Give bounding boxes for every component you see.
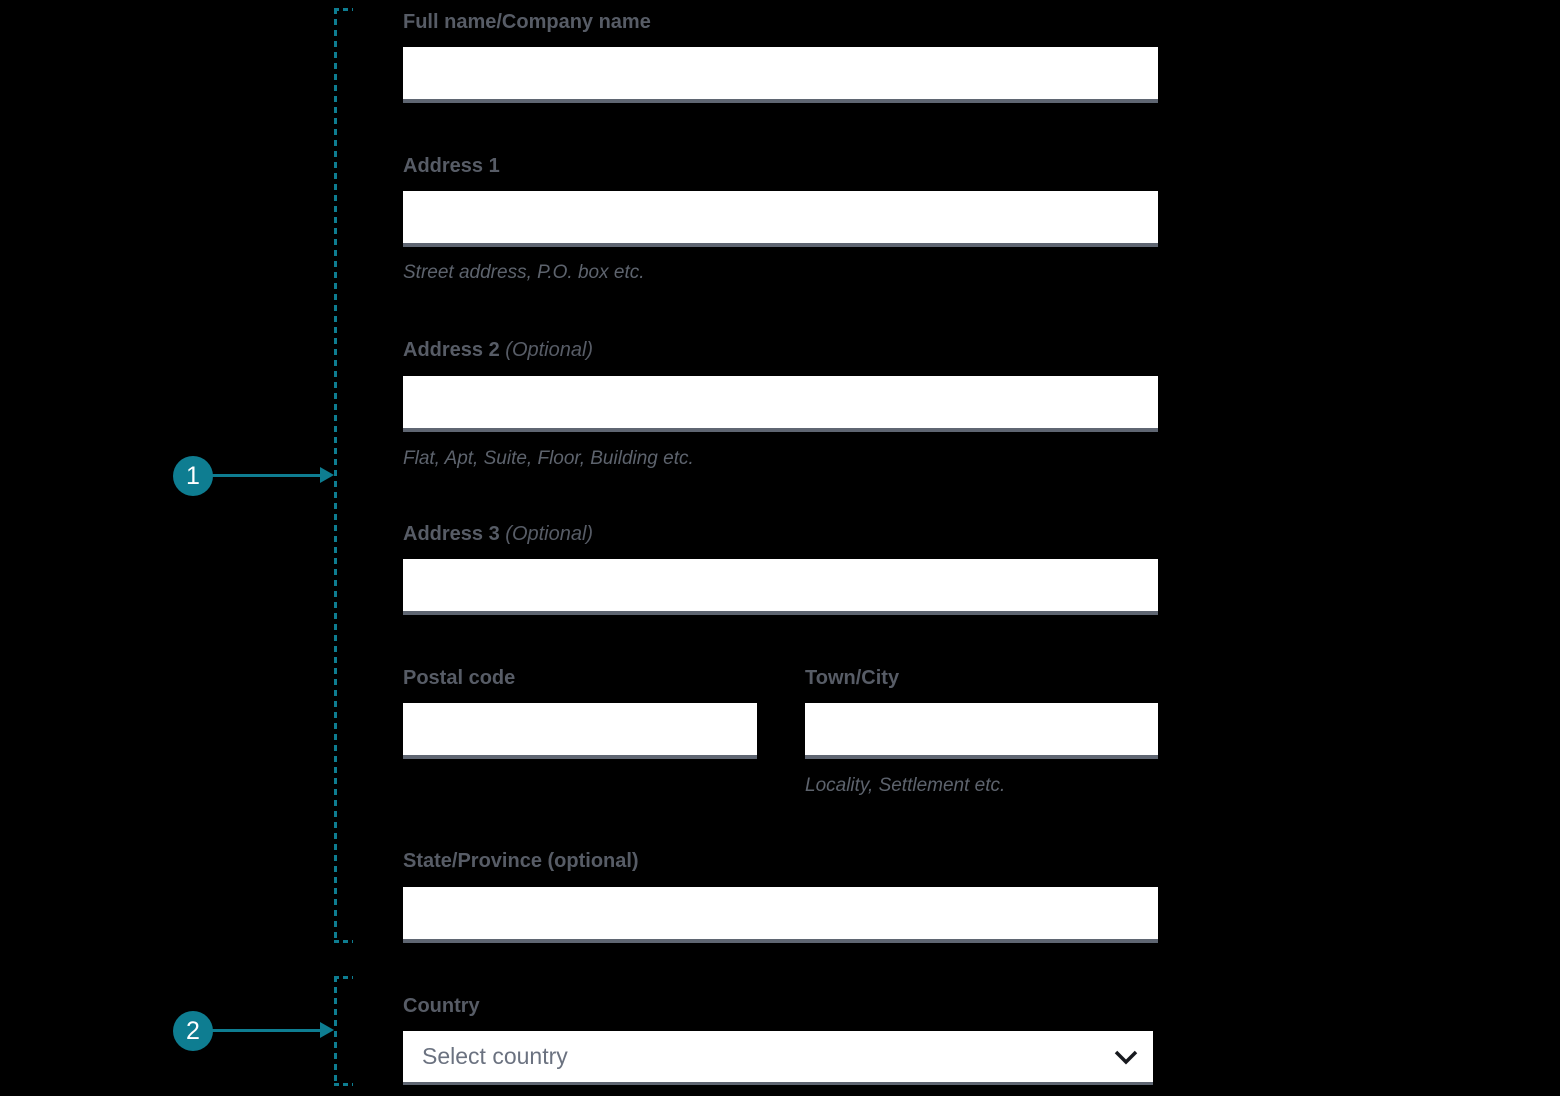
section1-bracket-line	[334, 8, 337, 943]
section2-bracket-line	[334, 976, 337, 1086]
address2-input[interactable]	[403, 376, 1158, 432]
address3-input[interactable]	[403, 559, 1158, 615]
address2-optional-suffix: (Optional)	[505, 339, 594, 361]
annotation-marker-1: 1	[173, 456, 213, 496]
address3-label: Address 3 (Optional)	[403, 523, 593, 546]
country-select-value: Select country	[422, 1043, 568, 1069]
address1-label: Address 1	[403, 155, 500, 177]
section2-bracket-tick-bottom	[334, 1083, 353, 1086]
state-province-input[interactable]	[403, 887, 1158, 943]
state-province-label: State/Province (optional)	[403, 850, 639, 872]
chevron-down-icon	[1114, 1050, 1138, 1064]
postal-code-input[interactable]	[403, 703, 757, 759]
section1-bracket-tick-bottom	[334, 940, 353, 943]
address1-helper-text: Street address, P.O. box etc.	[403, 262, 645, 283]
annotation-arrow-1-line	[210, 474, 322, 477]
country-select[interactable]: Select country	[403, 1031, 1153, 1085]
town-city-label: Town/City	[805, 667, 900, 689]
annotation-marker-2-number: 2	[186, 1016, 200, 1045]
full-name-input[interactable]	[403, 47, 1158, 103]
address3-optional-suffix: (Optional)	[505, 523, 594, 545]
address2-label: Address 2 (Optional)	[403, 339, 593, 362]
annotation-arrow-2-head	[320, 1022, 334, 1038]
country-label: Country	[403, 995, 480, 1017]
annotation-marker-2: 2	[173, 1011, 213, 1051]
postal-code-label: Postal code	[403, 667, 516, 689]
annotation-arrow-1-head	[320, 467, 334, 483]
address1-input[interactable]	[403, 191, 1158, 247]
section2-bracket-tick-top	[334, 976, 353, 979]
address2-helper-text: Flat, Apt, Suite, Floor, Building etc.	[403, 448, 694, 469]
town-city-input[interactable]	[805, 703, 1158, 759]
full-name-label: Full name/Company name	[403, 11, 651, 33]
address3-label-text: Address 3	[403, 523, 500, 545]
annotation-marker-1-number: 1	[186, 461, 200, 490]
section1-bracket-tick-top	[334, 8, 353, 11]
annotation-arrow-2-line	[210, 1029, 322, 1032]
town-city-helper-text: Locality, Settlement etc.	[805, 775, 1006, 796]
address2-label-text: Address 2	[403, 339, 500, 361]
